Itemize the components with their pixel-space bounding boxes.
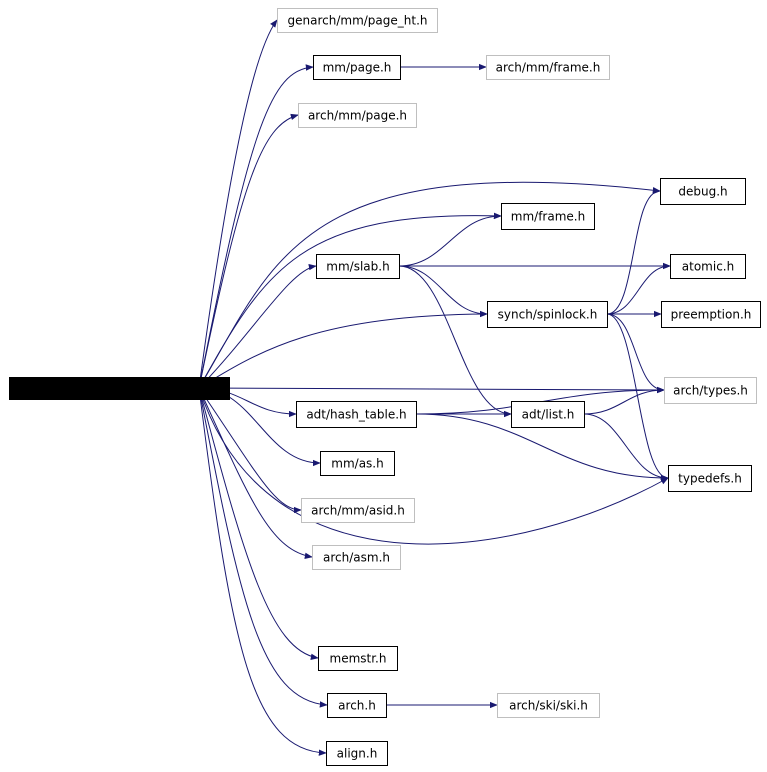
node-atomic-h[interactable]: atomic.h [670,254,746,279]
node-arch-mm-page-h: arch/mm/page.h [298,103,417,128]
node-align-h[interactable]: align.h [326,741,388,766]
node-box [327,693,387,718]
edge-spinlock-to-arch_types [606,313,665,394]
edge-root-to-memstr [198,387,319,660]
node-label: memstr.h [330,652,387,666]
edge-root-to-arch_h [198,387,328,708]
node-box [661,301,761,328]
node-adt-list-h[interactable]: adt/list.h [511,401,585,428]
node-label: align.h [337,747,378,761]
node-debug-h[interactable]: debug.h [660,178,746,205]
node-kernel-genarch-src-mm-page-ht-c[interactable]: kernel/genarch/src/mm/page_ht.c [9,377,230,400]
node-box [320,451,395,476]
node-preemption-h[interactable]: preemption.h [661,301,761,328]
node-label: adt/list.h [522,408,575,422]
node-box [296,401,417,428]
node-arch-asm-h: arch/asm.h [312,545,401,570]
node-label: arch/asm.h [323,551,390,565]
edge-spinlock-to-debug [606,187,661,315]
node-mm-page-h[interactable]: mm/page.h [313,55,401,80]
node-label: arch/mm/page.h [308,109,407,123]
node-label: preemption.h [671,308,752,322]
node-box [664,377,757,404]
edge-adt_list-to-typedefs [583,413,669,482]
edge-layer [198,19,671,756]
node-arch-h[interactable]: arch.h [327,693,387,718]
node-box [277,8,438,33]
node-label: mm/slab.h [326,260,389,274]
node-synch-spinlock-h[interactable]: synch/spinlock.h [487,301,608,328]
edge-mm_slab-to-mm_frame [398,212,502,267]
node-box [670,254,746,279]
node-mm-as-h[interactable]: mm/as.h [320,451,395,476]
edge-root-to-arch_types [198,386,665,394]
node-mm-slab-h[interactable]: mm/slab.h [316,254,400,279]
edge-spinlock-to-atomic [606,262,671,315]
edge-root-to-mm_slab [198,263,317,389]
edge-root-to-typedefs [198,387,669,545]
node-box [326,741,388,766]
node-mm-frame-h[interactable]: mm/frame.h [501,203,595,230]
edge-root-to-align [198,387,327,756]
node-label: arch/ski/ski.h [509,699,588,713]
node-box [298,103,417,128]
node-memstr-h[interactable]: memstr.h [318,646,398,671]
node-label: mm/frame.h [511,210,585,224]
node-label: debug.h [678,185,727,199]
node-label: arch/mm/asid.h [311,504,405,518]
node-box [501,203,595,230]
node-box [9,377,230,400]
node-arch-mm-asid-h: arch/mm/asid.h [301,498,415,523]
node-label: typedefs.h [678,472,742,486]
node-label: arch/mm/frame.h [496,61,601,75]
node-box [316,254,400,279]
node-box [486,55,610,80]
node-label: arch.h [338,699,376,713]
node-box [318,646,398,671]
edge-spinlock-to-typedefs [606,313,669,482]
node-label: mm/as.h [331,457,383,471]
node-layer: kernel/genarch/src/mm/page_ht.c genarch/m… [9,8,761,766]
node-label: synch/spinlock.h [498,308,598,322]
node-box [660,178,746,205]
edge-adt_list-to-arch_types [583,386,665,415]
node-label: adt/hash_table.h [306,408,406,422]
node-label: arch/types.h [673,384,748,398]
node-arch-types-h: arch/types.h [664,377,757,404]
edge-mm_slab-to-spinlock [398,265,488,318]
node-genarch-mm-page-ht-h: genarch/mm/page_ht.h [277,8,438,33]
edge-root-to-genarch_page_ht [198,19,278,389]
node-box [511,401,585,428]
edge-hash_table-to-typedefs [415,413,669,482]
edge-root-to-arch_mm_asid [198,387,302,514]
edge-root-to-spinlock [198,310,488,389]
edge-mm_slab-to-adt_list [398,265,512,418]
edge-root-to-mm_page [198,64,314,389]
node-box [312,545,401,570]
node-box [487,301,608,328]
node-box [301,498,415,523]
node-label: kernel/genarch/src/mm/page_ht.c [19,382,221,396]
node-typedefs-h[interactable]: typedefs.h [668,465,752,492]
edge-root-to-arch_asm [198,387,313,559]
node-box [668,465,752,492]
node-label: atomic.h [682,260,734,274]
node-arch-ski-ski-h: arch/ski/ski.h [497,693,600,718]
node-label: genarch/mm/page_ht.h [288,14,428,28]
node-box [497,693,600,718]
node-arch-mm-frame-h: arch/mm/frame.h [486,55,610,80]
edge-root-to-arch_mm_page [198,113,299,389]
node-adt-hash-table-h[interactable]: adt/hash_table.h [296,401,417,428]
node-label: mm/page.h [323,61,392,75]
node-box [313,55,401,80]
edge-root-to-mm_frame [198,212,502,389]
